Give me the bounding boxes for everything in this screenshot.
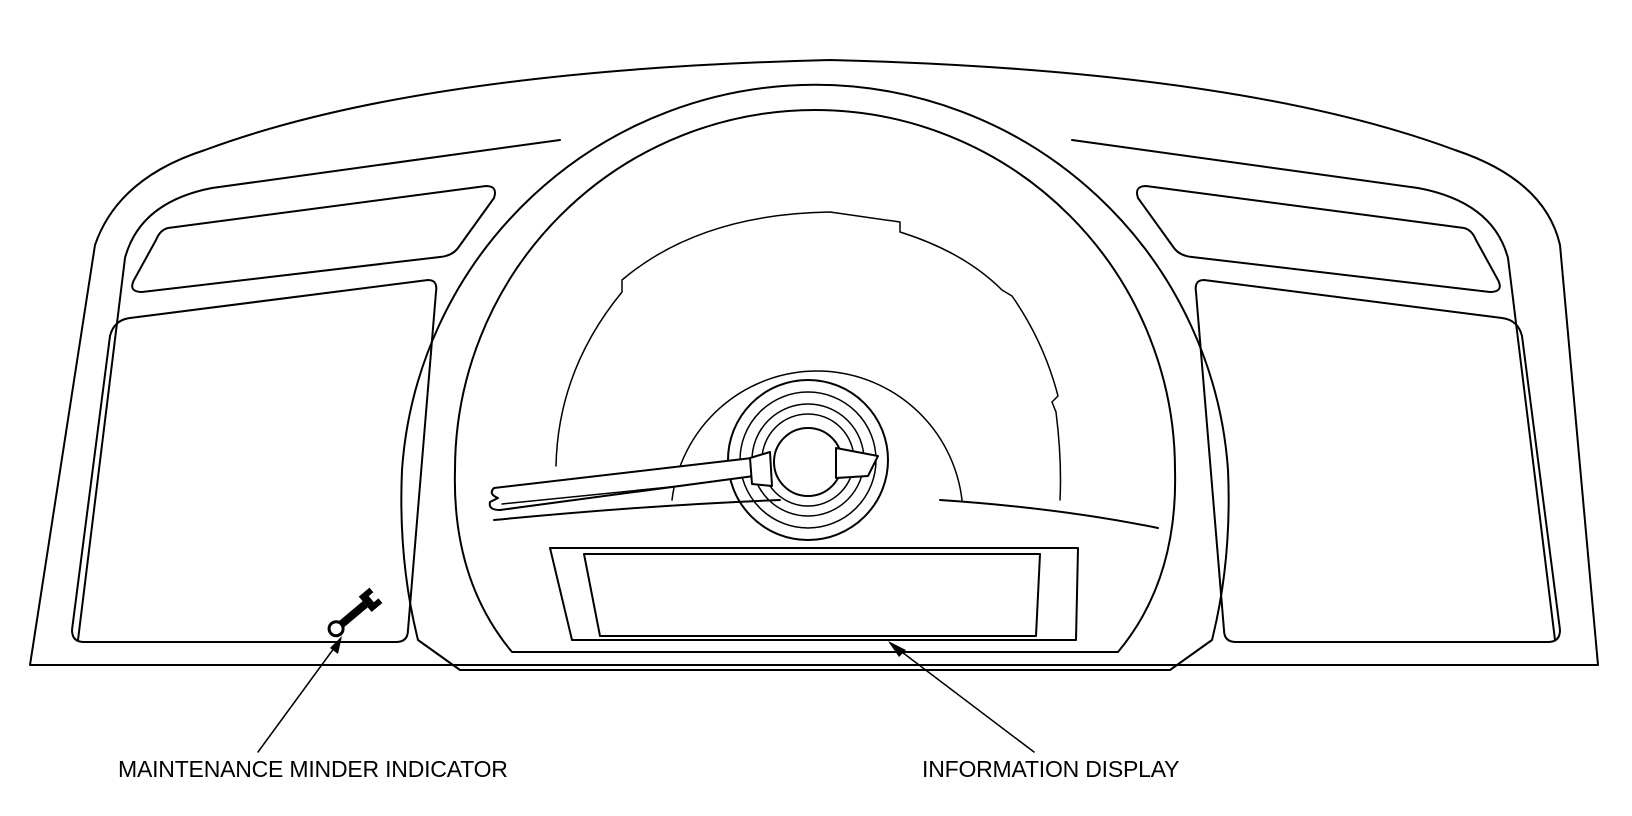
arrowhead-display — [888, 641, 906, 657]
needle-hub-cap — [773, 427, 843, 497]
left-upper-panel — [131, 185, 496, 293]
cluster-inner-rim — [77, 139, 1556, 641]
information-display-label: INFORMATION DISPLAY — [922, 756, 1180, 782]
speedometer-inner-ring — [671, 370, 963, 501]
maintenance-minder-indicator-label: MAINTENANCE MINDER INDICATOR — [118, 756, 508, 782]
information-display-screen — [583, 553, 1041, 637]
right-lower-panel — [1194, 279, 1561, 643]
gauge-face — [453, 109, 1177, 653]
gauge-divider — [493, 499, 1159, 529]
wrench-icon — [327, 587, 383, 638]
speedometer-dial — [555, 211, 1062, 501]
leader-line-maintenance — [257, 639, 341, 753]
right-upper-panel — [1136, 185, 1501, 293]
cluster-outer-housing — [29, 59, 1599, 666]
left-lower-panel — [71, 279, 438, 643]
gauge-arch-outer — [400, 83, 1230, 671]
needle-base — [749, 451, 773, 487]
information-display-bezel — [549, 547, 1079, 641]
needle-inner-line — [501, 485, 681, 505]
leader-line-display — [889, 642, 1035, 753]
arrowhead-maintenance — [330, 636, 342, 654]
needle-tip — [835, 447, 879, 479]
